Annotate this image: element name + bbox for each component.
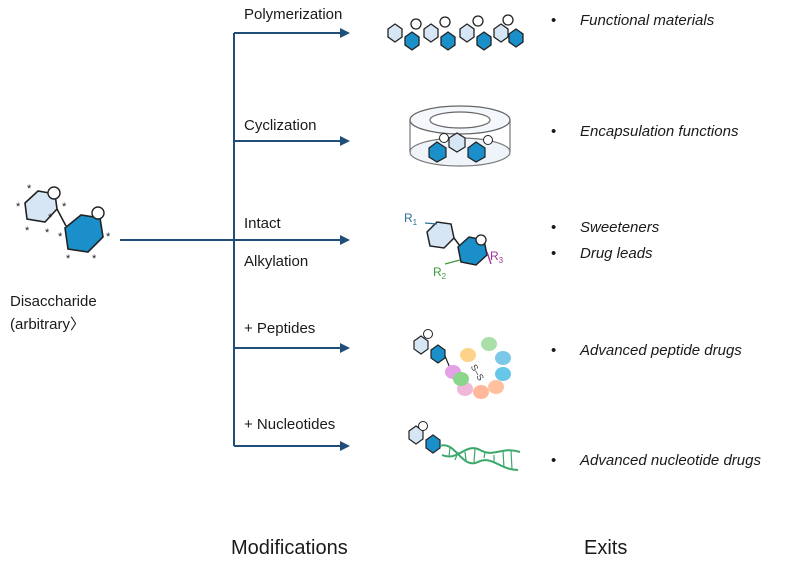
- svg-text:*: *: [66, 253, 71, 265]
- r2-label: R: [433, 265, 442, 279]
- svg-text:*: *: [25, 225, 30, 237]
- r1-subscript: 1: [413, 218, 418, 227]
- disulfide-label: S–S: [469, 363, 486, 383]
- svg-text:*: *: [92, 253, 97, 265]
- exit-functional-materials: Functional materials: [580, 12, 715, 29]
- mod-label-peptides: + Peptides: [244, 320, 316, 337]
- svg-text:*: *: [16, 201, 21, 213]
- cyclic-structure: [409, 105, 511, 167]
- bullet-marker: •: [551, 123, 557, 140]
- svg-text:*: *: [45, 227, 50, 239]
- svg-text:*: *: [62, 201, 67, 213]
- bullet-marker: •: [551, 12, 557, 29]
- r3-subscript: 3: [499, 256, 504, 265]
- svg-text:R3: R3: [490, 249, 504, 265]
- disaccharide-structure: *** *** ** **: [16, 183, 111, 265]
- nucleotide-conjugate: [408, 421, 521, 471]
- r3-label: R: [490, 249, 499, 263]
- source-label-line2: (arbitrary〉: [10, 316, 86, 333]
- svg-text:*: *: [27, 183, 32, 195]
- exit-advanced-nucleotide-drugs: Advanced nucleotide drugs: [580, 452, 761, 469]
- peptide-conjugate: S–S: [413, 329, 511, 399]
- mod-label-polymerization: Polymerization: [244, 6, 343, 23]
- svg-text:*: *: [48, 212, 53, 224]
- bullet-marker: •: [551, 452, 557, 469]
- footer-exits-heading: Exits: [584, 537, 628, 559]
- r1-label: R: [404, 211, 413, 225]
- exit-advanced-peptide-drugs: Advanced peptide drugs: [580, 342, 742, 359]
- mod-label-intact: Intact: [244, 215, 281, 232]
- r2-subscript: 2: [442, 272, 447, 281]
- polymer-chain: [387, 14, 524, 51]
- bullet-marker: •: [551, 342, 557, 359]
- exit-sweeteners: Sweeteners: [580, 219, 660, 236]
- svg-text:*: *: [58, 231, 63, 243]
- flow-arrows: [120, 28, 350, 451]
- svg-text:R2: R2: [433, 265, 447, 281]
- alkylated-structure: R1 R2 R3: [404, 211, 504, 281]
- footer-modifications-heading: Modifications: [231, 537, 348, 559]
- svg-text:R1: R1: [404, 211, 418, 227]
- exit-drug-leads: Drug leads: [580, 245, 653, 262]
- mod-label-alkylation: Alkylation: [244, 253, 309, 270]
- exit-encapsulation-functions: Encapsulation functions: [580, 123, 739, 140]
- bullet-marker: •: [551, 219, 557, 236]
- bullet-marker: •: [551, 245, 557, 262]
- mod-label-cyclization: Cyclization: [244, 117, 317, 134]
- mod-label-nucleotides: + Nucleotides: [244, 416, 336, 433]
- source-label-line1: Disaccharide: [10, 293, 97, 310]
- svg-text:*: *: [106, 231, 111, 243]
